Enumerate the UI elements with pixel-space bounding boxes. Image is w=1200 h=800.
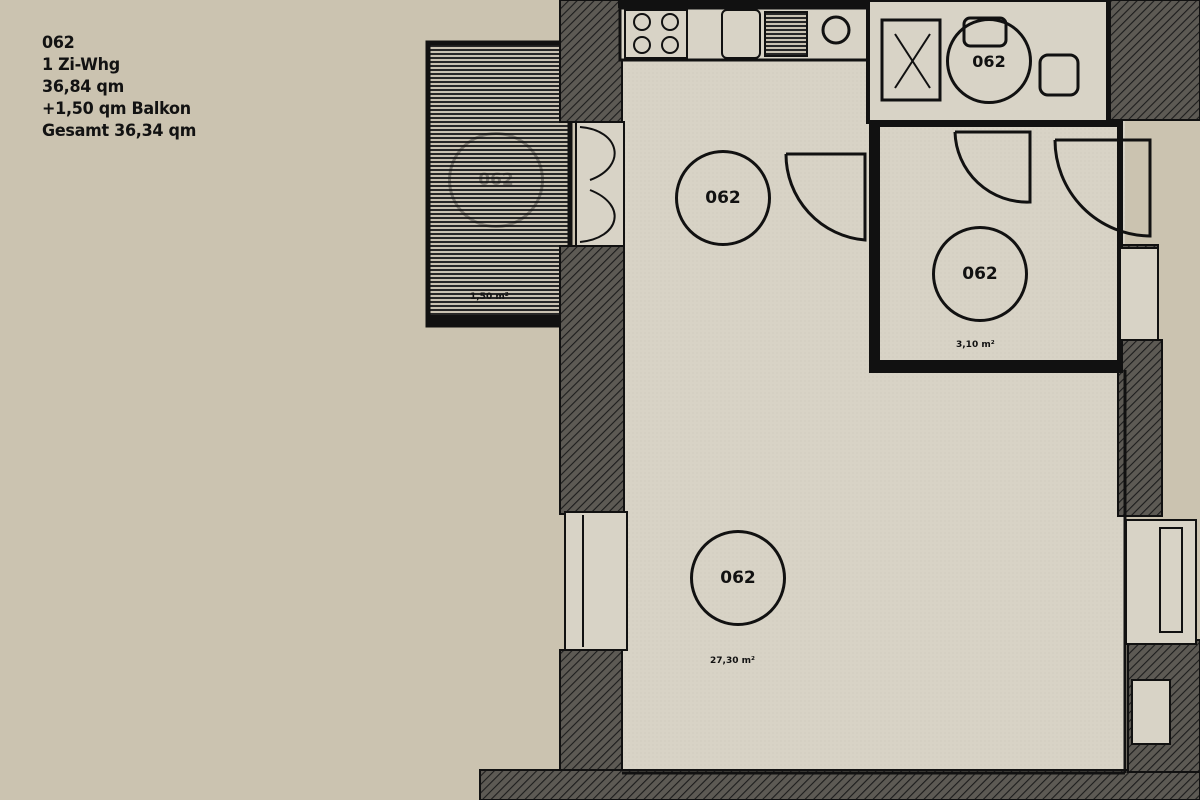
hall-room-tag: 062 (690, 530, 786, 626)
balcony-rail (428, 315, 570, 325)
burner (661, 13, 679, 31)
bottom-wall (479, 769, 1200, 800)
balcony-door-leaf (579, 126, 616, 181)
balcony-area-text: 1,50 m² (470, 292, 509, 302)
legend-area: 36,84 qm (42, 77, 124, 97)
window (564, 511, 628, 651)
burner (633, 13, 651, 31)
corridor-bottom-wall (870, 360, 1120, 370)
shower (880, 18, 942, 102)
corridor-area-text: 3,10 m² (956, 340, 995, 350)
appliance (821, 15, 851, 45)
burner (633, 36, 651, 54)
balcony-door-leaf (579, 189, 616, 243)
shower-drain (894, 33, 931, 89)
burner (661, 36, 679, 54)
right-bottom-opening (1131, 679, 1171, 745)
sink (721, 9, 761, 59)
apartment-legend: 062 1 Zi-Whg 36,84 qm +1,50 qm Balkon Ge… (42, 32, 196, 142)
kitchen-counter (618, 6, 870, 62)
legend-unit-id: 062 (42, 33, 75, 53)
corridor-room-tag: 062 (932, 226, 1028, 322)
legend-total: Gesamt 36,34 qm (42, 121, 197, 141)
right-door-frame (1119, 247, 1159, 341)
wardrobe-door-swing (1053, 138, 1152, 238)
right-window-glass (1159, 527, 1183, 633)
balcony-door-frame (575, 121, 625, 247)
left-wall-top (559, 0, 623, 123)
left-wall-mid (559, 245, 625, 515)
main-room-tag: 062 (675, 150, 771, 246)
toilet (1038, 53, 1080, 97)
right-wall-top (1109, 0, 1200, 121)
bathroom-door-swing (953, 130, 1032, 204)
drainboard (764, 11, 808, 57)
corridor-left-wall (870, 124, 880, 370)
legend-type: 1 Zi-Whg (42, 55, 120, 75)
legend-balcony: +1,50 qm Balkon (42, 99, 191, 119)
balcony-room-tag: 062 (448, 132, 544, 228)
stove (624, 9, 688, 59)
entry-door-swing (784, 152, 867, 242)
bathroom-room-tag: 062 (946, 18, 1032, 104)
main-room-area-text: 27,30 m² (710, 656, 755, 666)
